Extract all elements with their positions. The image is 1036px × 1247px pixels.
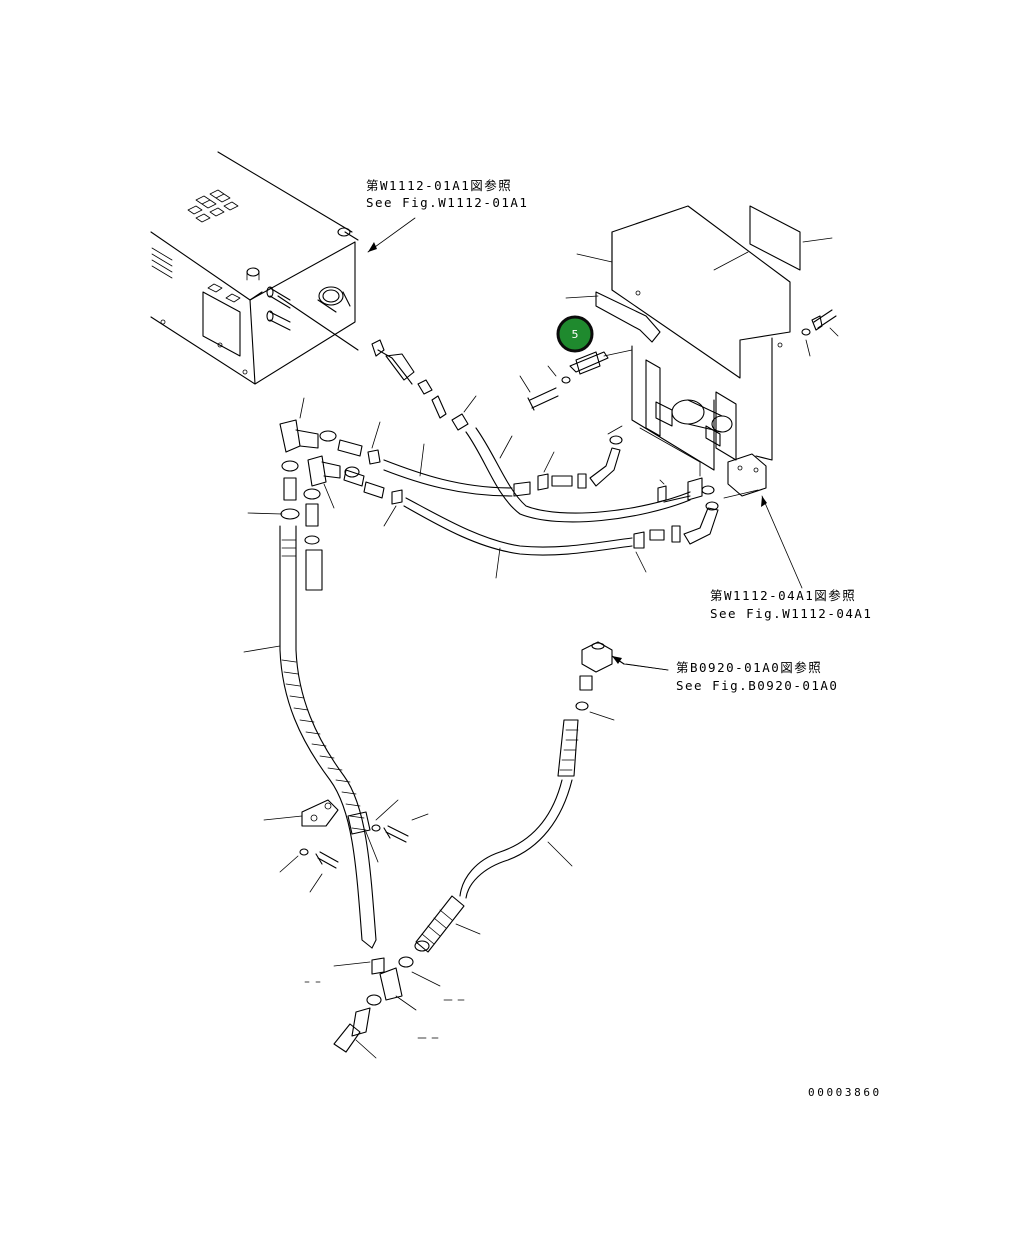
left-hose-assembly <box>243 397 465 1059</box>
reference-leader-2 <box>761 495 803 589</box>
drain-hose-assembly <box>414 641 669 953</box>
reference-label-1-jp: 第W1112-01A1図参照 <box>366 178 512 193</box>
heater-unit <box>150 151 359 385</box>
clamp-part <box>519 349 633 411</box>
reference-label-3-jp: 第B0920-01A0図参照 <box>676 660 822 675</box>
reference-label-3-en: See Fig.B0920-01A0 <box>676 678 838 693</box>
valve-assembly <box>565 205 839 499</box>
reference-label-2-jp: 第W1112-04A1図参照 <box>710 588 856 603</box>
reference-leader-1 <box>367 217 416 253</box>
reference-label-2: 第W1112-04A1図参照 See Fig.W1112-04A1 <box>710 588 872 621</box>
reference-label-1-en: See Fig.W1112-01A1 <box>366 195 528 210</box>
hose-assembly <box>337 339 719 579</box>
part-callout-badge[interactable] <box>556 315 594 353</box>
reference-label-2-en: See Fig.W1112-04A1 <box>710 606 872 621</box>
reference-label-3: 第B0920-01A0図参照 See Fig.B0920-01A0 <box>676 660 838 693</box>
reference-label-1: 第W1112-01A1図参照 See Fig.W1112-01A1 <box>366 178 528 210</box>
reference-leader-3 <box>625 663 669 671</box>
drawing-number: 00003860 <box>808 1086 882 1099</box>
part-callout-number: 5 <box>572 328 579 341</box>
part-callout-5[interactable]: 5 <box>556 315 594 353</box>
